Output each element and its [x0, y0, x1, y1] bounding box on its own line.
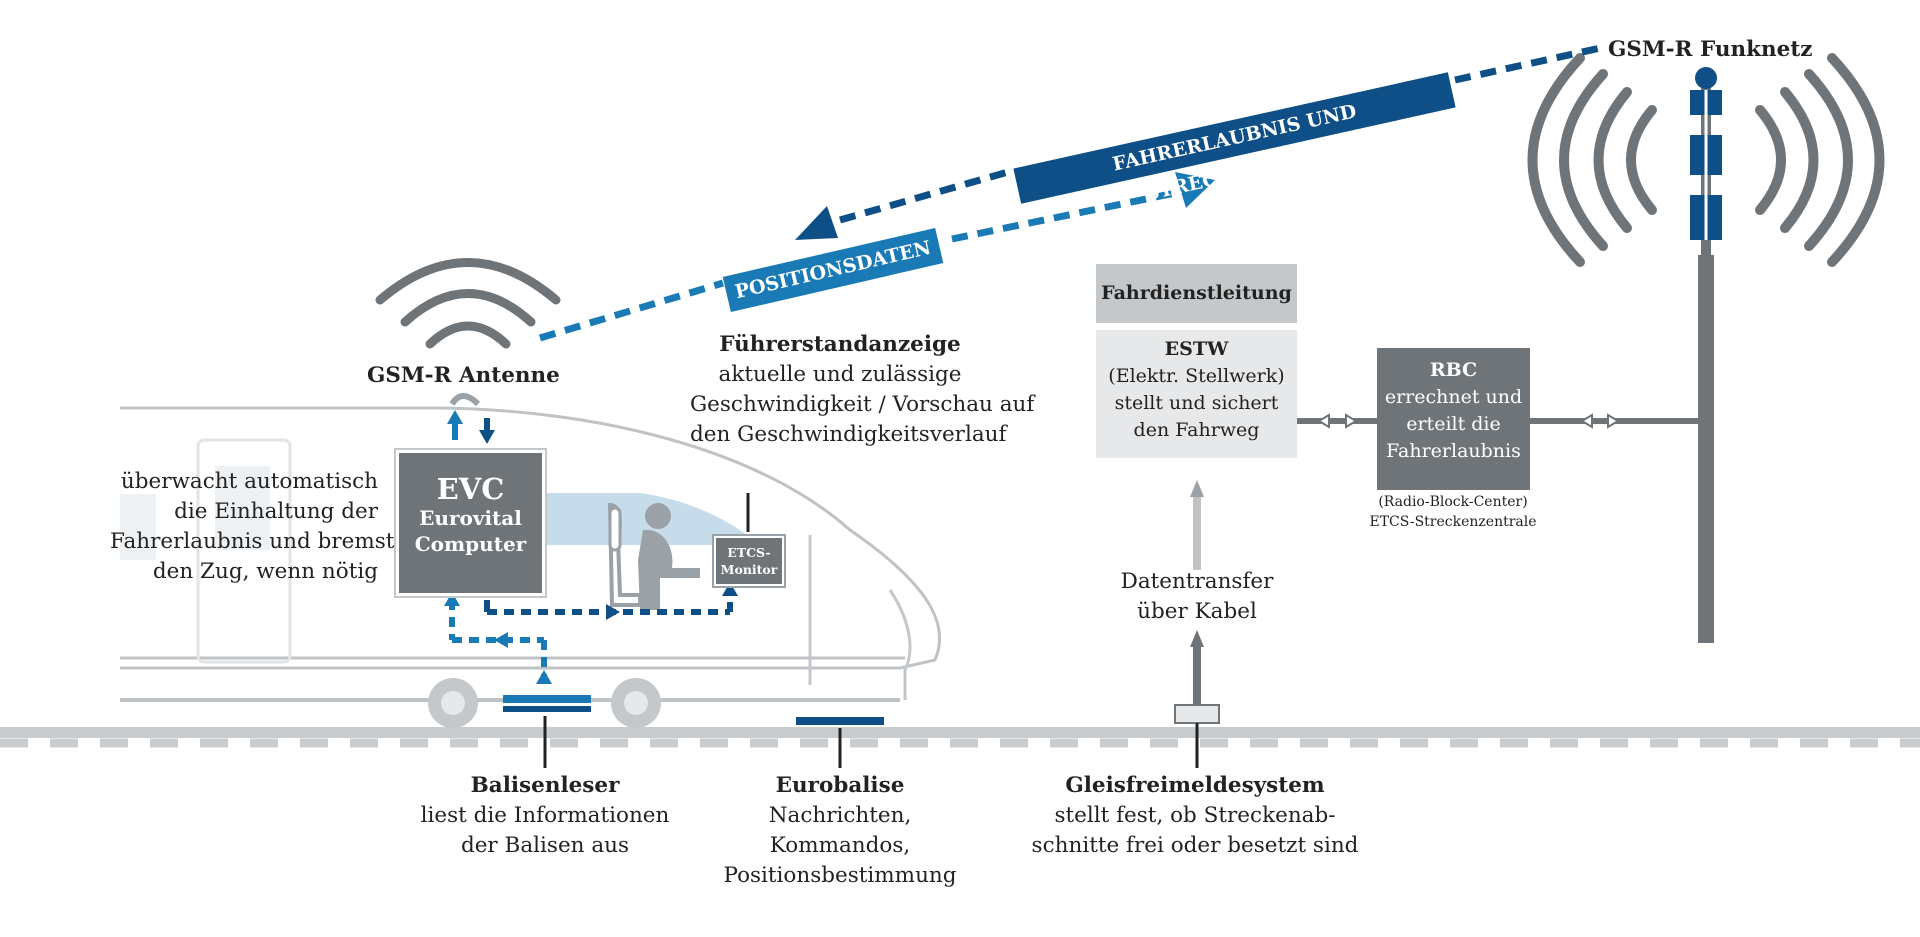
internal-data-flows [444, 410, 738, 690]
balise-reader-line1: liest die Informationen [420, 803, 670, 828]
dispatch-title: Fahrdienstleitung [1101, 282, 1292, 304]
rbc-line1: errechnet und [1384, 386, 1523, 408]
data-transfer-label: Datentransfer über Kabel [1097, 567, 1297, 627]
balise-reader-line2: der Balisen aus [460, 833, 630, 858]
estw-line3: den Fahrweg [1133, 419, 1260, 441]
cab-display-line2: Geschwindigkeit / Vorschau auf [690, 392, 1035, 417]
track-detection-description: Gleisfreimeldesystem stellt fest, ob Str… [1015, 771, 1375, 861]
track-detection-line2: schnitte frei oder besetzt sind [1031, 833, 1359, 858]
train-wheels [428, 678, 661, 728]
data-transfer-line2: über Kabel [1137, 599, 1257, 624]
antenna-title: GSM-R Antenne [367, 363, 560, 388]
eurobalise-line1: Nachrichten, [768, 803, 912, 828]
radio-data-flows [538, 43, 1606, 342]
evc-line1: Eurovital [419, 506, 522, 530]
evc-title: EVC [436, 472, 505, 506]
cable-link [1174, 480, 1220, 768]
gsm-network-title: GSM-R Funknetz [1608, 37, 1813, 62]
etcs-monitor-line2: Monitor [720, 562, 778, 577]
evc-description-line4: den Zug, wenn nötig [152, 559, 378, 584]
balise-hardware [503, 493, 884, 768]
rbc-line2: erteilt die [1406, 413, 1501, 435]
balise-reader-description: Balisenleser liest die Informationen der… [395, 771, 695, 861]
estw-box: ESTW (Elektr. Stellwerk) stellt und sich… [1096, 330, 1297, 458]
cab-display-line1: aktuelle und zulässige [718, 362, 962, 387]
rbc-line3: Fahrerlaubnis [1386, 440, 1521, 462]
estw-line2: stellt und sichert [1114, 392, 1279, 414]
rbc-box: RBC errechnet und erteilt die Fahrerlaub… [1377, 348, 1530, 490]
rbc-note1: (Radio-Block-Center) [1378, 494, 1528, 510]
rbc-title: RBC [1429, 359, 1478, 381]
track-detection-line1: stellt fest, ob Streckenab- [1054, 803, 1336, 828]
data-transfer-line1: Datentransfer [1120, 569, 1274, 594]
estw-line1: (Elektr. Stellwerk) [1108, 365, 1285, 387]
estw-title: ESTW [1164, 338, 1229, 360]
cab-display-title: Führerstandanzeige [719, 332, 961, 357]
balise-reader-title: Balisenleser [470, 773, 620, 798]
dispatch-header: Fahrdienstleitung [1096, 264, 1297, 323]
evc-description-line3: Fahrerlaubnis und bremst [110, 529, 395, 554]
antenna-mount [449, 393, 481, 407]
eurobalise-line3: Positionsbestimmung [723, 863, 957, 888]
rbc-note: (Radio-Block-Center) ETCS-Streckenzentra… [1353, 492, 1553, 532]
etcs-monitor-line1: ETCS- [727, 545, 771, 560]
evc-line2: Computer [414, 532, 527, 556]
evc-box: EVC Eurovital Computer [396, 450, 545, 596]
cab-display-description: Führerstandanzeige aktuelle und zulässig… [690, 330, 1035, 450]
eurobalise-description: Eurobalise Nachrichten, Kommandos, Posit… [690, 771, 990, 891]
evc-description: überwacht automatisch die Einhaltung der… [110, 467, 395, 587]
track-detection-title: Gleisfreimeldesystem [1065, 773, 1325, 798]
network-links [1296, 413, 1700, 429]
rail-track [0, 727, 1920, 748]
evc-description-line1: überwacht automatisch [120, 469, 378, 494]
driver-figure [607, 502, 700, 610]
antenna-waves [375, 258, 561, 349]
evc-description-line2: die Einhaltung der [174, 499, 378, 524]
eurobalise-line2: Kommandos, [769, 833, 911, 858]
cab-display-line3: den Geschwindigkeitsverlauf [690, 422, 1007, 447]
rbc-note2: ETCS-Streckenzentrale [1369, 514, 1537, 530]
eurobalise-title: Eurobalise [775, 773, 905, 798]
etcs-monitor: ETCS- Monitor [714, 536, 784, 586]
